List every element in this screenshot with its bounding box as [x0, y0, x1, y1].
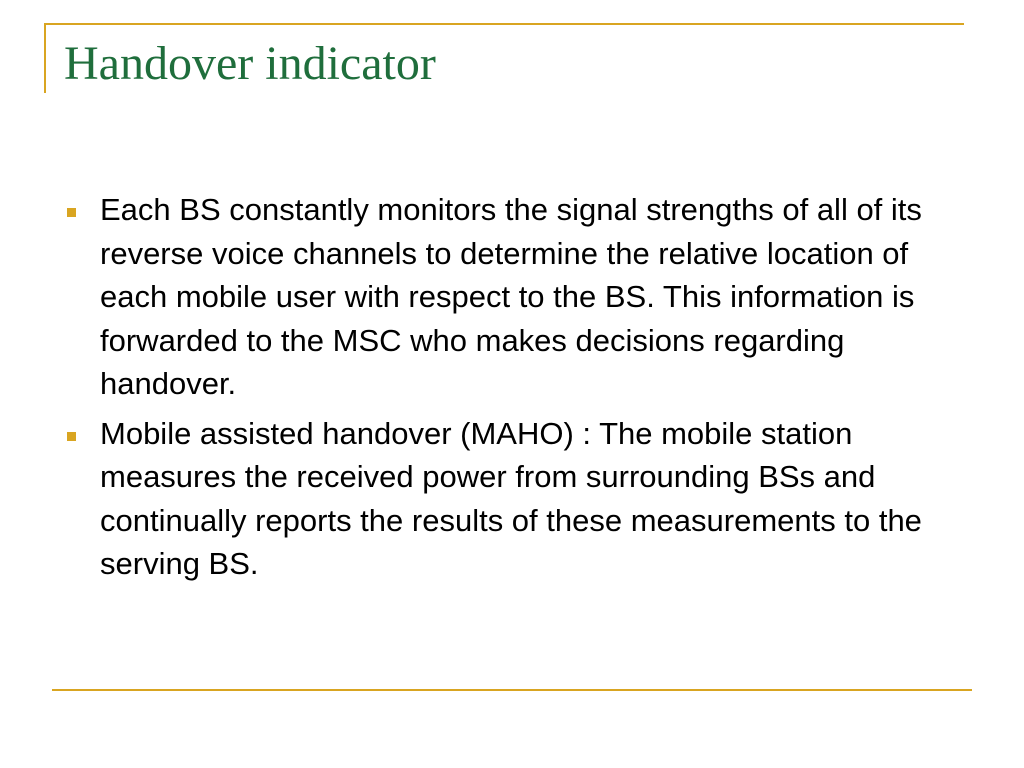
slide-title: Handover indicator [64, 37, 436, 90]
bullet-item: Each BS constantly monitors the signal s… [62, 188, 962, 406]
top-frame-rule [44, 23, 964, 25]
square-bullet-icon [67, 431, 76, 441]
square-bullet-icon [67, 208, 76, 217]
bullet-text: Each BS constantly monitors the signal s… [100, 192, 922, 401]
bullet-item: Mobile assisted handover (MAHO) : The mo… [62, 412, 962, 586]
bullet-list: Each BS constantly monitors the signal s… [62, 188, 962, 592]
bullet-text: Mobile assisted handover (MAHO) : The mo… [100, 415, 922, 582]
left-frame-rule [44, 23, 46, 93]
footer-rule [52, 689, 972, 691]
